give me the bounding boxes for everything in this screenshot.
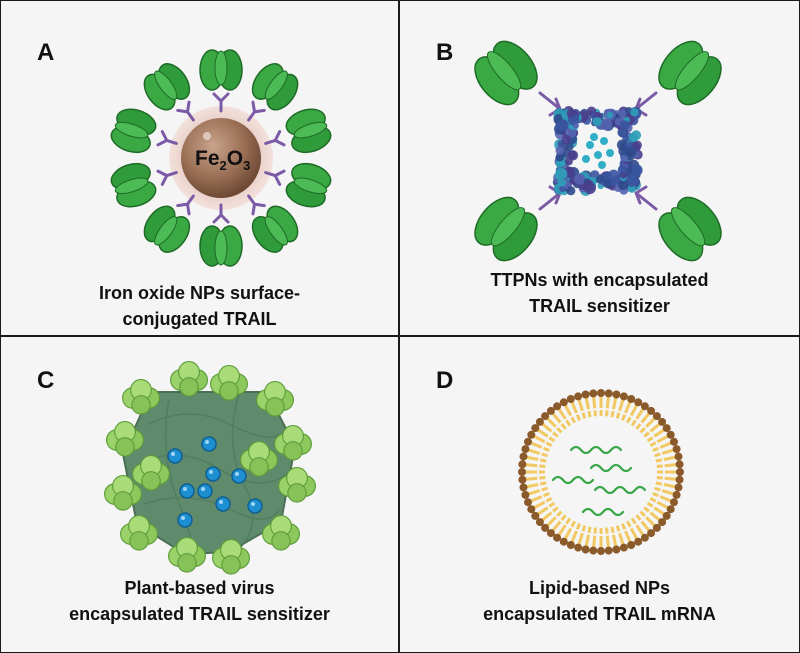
encapsulated-sensitizer bbox=[167, 448, 183, 464]
panel-a: Fe2O3 A Iron oxide NPs surface- conjugat… bbox=[1, 1, 400, 337]
panel-letter: A bbox=[37, 39, 55, 66]
panel-caption: Lipid-based NPs encapsulated TRAIL mRNA bbox=[483, 578, 716, 624]
panel-caption: TTPNs with encapsulated TRAIL sensitizer bbox=[490, 270, 709, 316]
lipid-nanoparticle-illustration bbox=[518, 389, 684, 555]
encapsulated-sensitizer bbox=[197, 483, 213, 499]
trail-protein bbox=[465, 32, 547, 114]
trail-protein bbox=[199, 225, 243, 267]
panel-c: C Plant-based virus encapsulated TRAIL s… bbox=[1, 337, 400, 652]
encapsulated-sensitizer bbox=[582, 155, 590, 163]
encapsulated-sensitizer bbox=[600, 137, 608, 145]
encapsulated-sensitizer bbox=[201, 436, 217, 452]
trail-protein bbox=[199, 49, 243, 91]
panel-letter: B bbox=[436, 39, 454, 66]
mrna-strands bbox=[551, 445, 647, 517]
panel-letter: C bbox=[37, 367, 55, 394]
encapsulated-sensitizer bbox=[177, 512, 193, 528]
trail-protein bbox=[282, 103, 335, 158]
trail-protein bbox=[649, 32, 731, 114]
trail-protein bbox=[282, 158, 335, 213]
panel-letter: D bbox=[436, 367, 454, 394]
encapsulated-sensitizer bbox=[590, 133, 598, 141]
ttpn-illustration bbox=[465, 32, 731, 270]
panel-d: D Lipid-based NPs encapsulated TRAIL mRN… bbox=[400, 337, 799, 652]
core-label: Fe2O3 bbox=[195, 147, 250, 173]
nanoparticle-lumen bbox=[545, 416, 657, 528]
encapsulated-sensitizer bbox=[231, 468, 247, 484]
trail-protein bbox=[465, 188, 547, 270]
trail-protein bbox=[107, 158, 160, 213]
ttpn-core bbox=[552, 106, 643, 196]
encapsulated-sensitizer bbox=[179, 483, 195, 499]
trail-protein bbox=[107, 103, 160, 158]
iron-oxide-core bbox=[181, 118, 261, 198]
trail-protein bbox=[649, 188, 731, 270]
encapsulated-sensitizer bbox=[247, 498, 263, 514]
encapsulated-sensitizer bbox=[205, 466, 221, 482]
iron-oxide-nanoparticle-illustration: Fe2O3 bbox=[107, 49, 335, 267]
encapsulated-sensitizer bbox=[606, 149, 614, 157]
panel-b: B TTPNs with encapsulated TRAIL sensitiz… bbox=[400, 1, 799, 337]
panel-caption: Plant-based virus encapsulated TRAIL sen… bbox=[69, 578, 330, 624]
surface-protein bbox=[170, 361, 208, 397]
plant-virus-illustration bbox=[104, 361, 316, 575]
encapsulated-sensitizer bbox=[586, 141, 594, 149]
encapsulated-sensitizer bbox=[215, 496, 231, 512]
encapsulated-sensitizer bbox=[598, 161, 606, 169]
encapsulated-sensitizer bbox=[594, 151, 602, 159]
panel-caption: Iron oxide NPs surface- conjugated TRAIL bbox=[98, 283, 301, 329]
